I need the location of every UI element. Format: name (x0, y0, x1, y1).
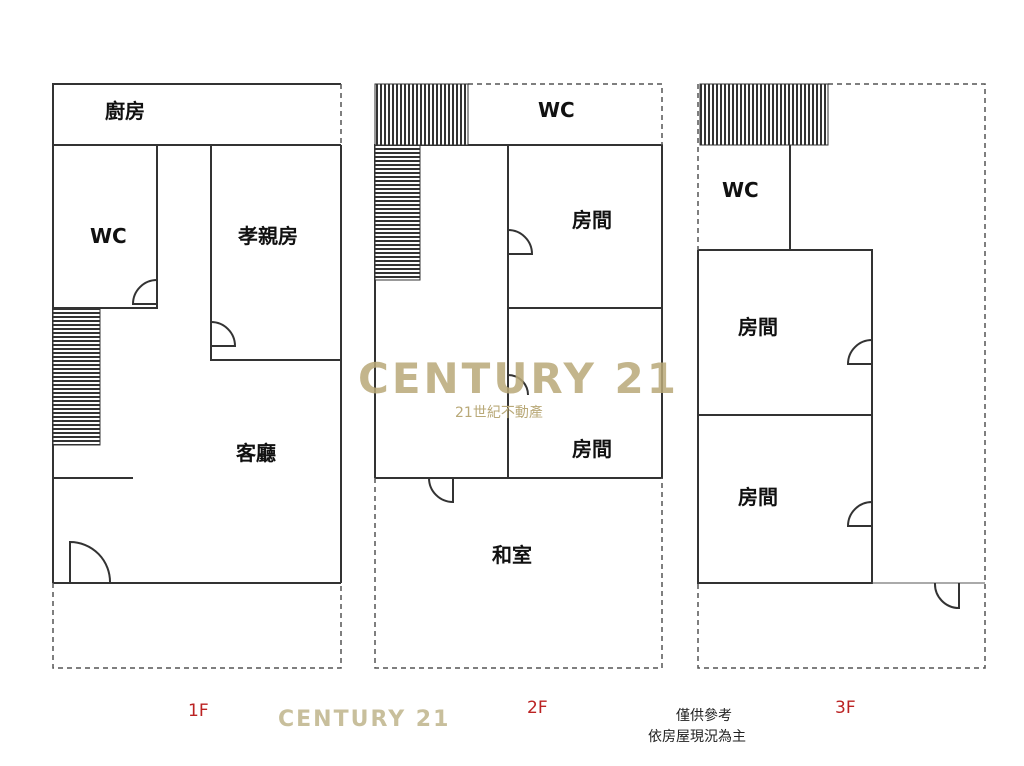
room-label: WC (722, 178, 759, 202)
stairs-icon (374, 83, 469, 146)
note-line: 依房屋現況為主 (648, 729, 746, 745)
floor-2f (374, 83, 663, 669)
stairs-icon (699, 83, 829, 146)
room-label: 房間 (738, 485, 778, 509)
room-label: 客廳 (235, 441, 276, 465)
watermark-brand: CENTURY 21 (358, 354, 679, 403)
floor-label: 2F (527, 698, 548, 718)
room-label: 孝親房 (237, 224, 298, 248)
room-label: 和室 (492, 543, 532, 567)
room-label: 廚房 (105, 99, 145, 123)
floor-label: 3F (835, 698, 856, 718)
stairs-icon (52, 307, 101, 446)
room-label: 房間 (572, 437, 612, 461)
watermark-tagline: 21世紀不動產 (455, 404, 543, 421)
stairs-icon (374, 144, 421, 281)
floor-label: 1F (188, 701, 209, 721)
room-label: 房間 (572, 208, 612, 232)
note-line: 僅供參考 (676, 708, 732, 724)
room-label: WC (90, 224, 127, 248)
room-label: WC (538, 98, 575, 122)
floor-1f (52, 83, 342, 669)
footer-logo: CENTURY 21 (278, 707, 450, 732)
floor-3f (697, 83, 986, 669)
room-label: 房間 (738, 315, 778, 339)
